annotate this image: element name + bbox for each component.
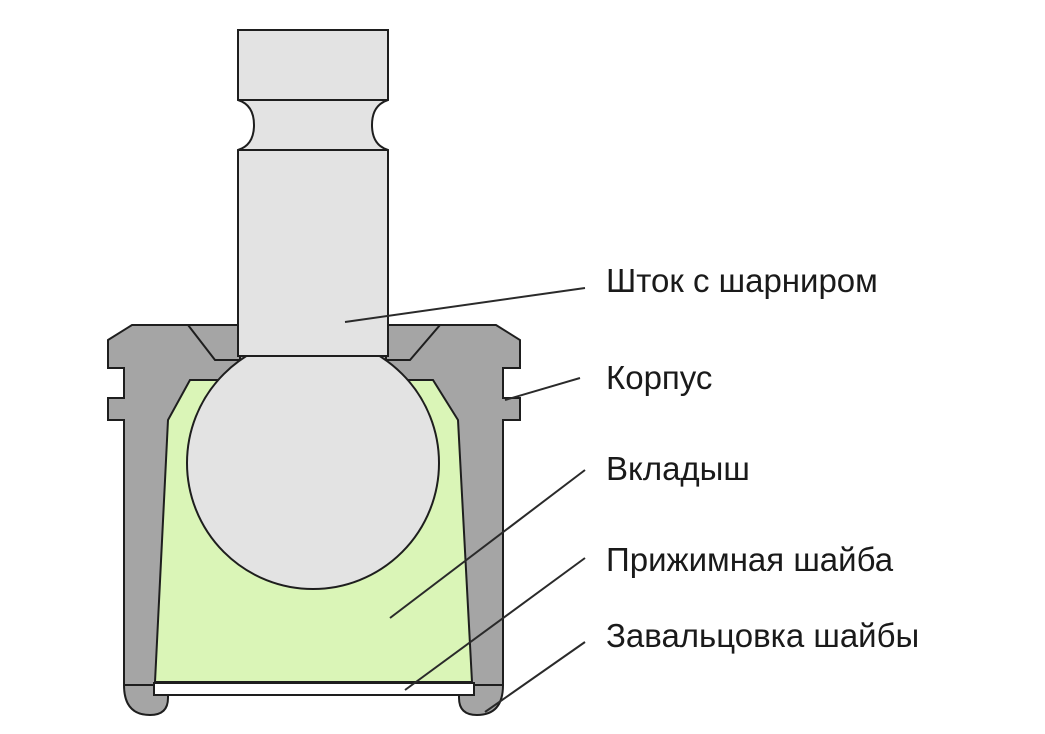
label-rolling: Завальцовка шайбы xyxy=(606,617,920,654)
leader-lines xyxy=(344,287,586,713)
ball-head xyxy=(186,336,440,590)
stem xyxy=(237,29,389,357)
label-insert: Вкладыш xyxy=(606,450,750,487)
label-housing: Корпус xyxy=(606,359,713,396)
pressure-washer xyxy=(153,682,475,696)
leader-housing xyxy=(504,377,581,401)
label-washer: Прижимная шайба xyxy=(606,541,894,578)
leader-rolling xyxy=(484,641,586,713)
leader-washer xyxy=(404,557,586,691)
leader-insert xyxy=(389,469,586,619)
label-stem: Шток с шарниром xyxy=(606,262,878,299)
leader-stem xyxy=(344,287,586,323)
